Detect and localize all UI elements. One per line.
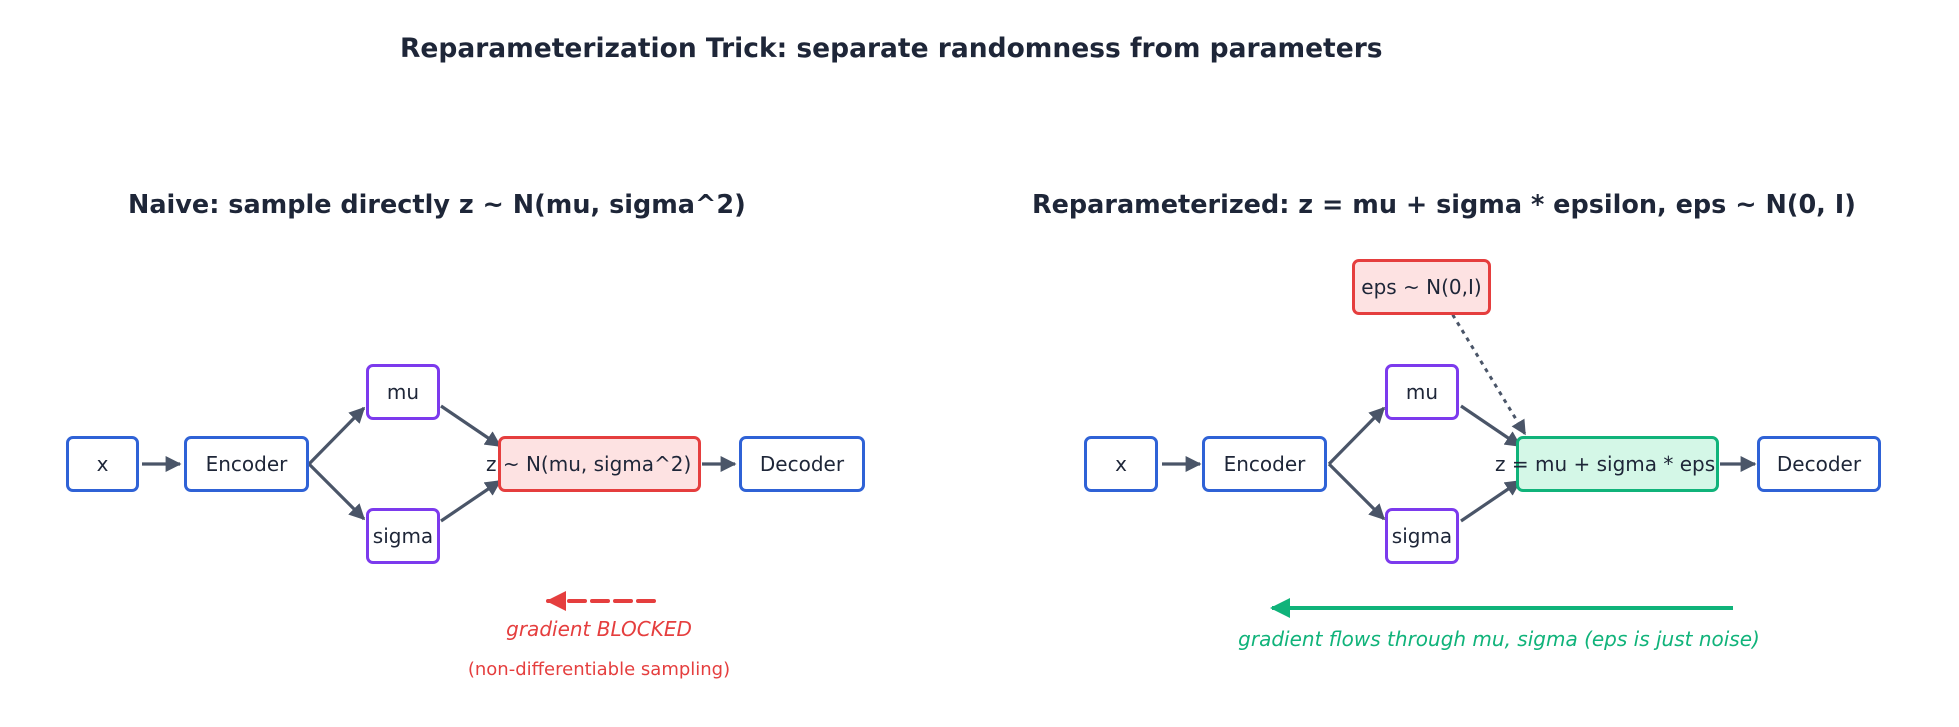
naive-panel-title: Naive: sample directly z ~ N(mu, sigma^2… [128, 190, 746, 220]
edge-encoder-sigma-naive [307, 462, 366, 521]
node-encoder-reparam: Encoder [1202, 436, 1327, 492]
node-z-reparam [1516, 436, 1719, 492]
node-sigma-reparam: sigma [1385, 508, 1459, 564]
node-eps-reparam: eps ~ N(0,I) [1352, 259, 1491, 315]
node-encoder-naive: Encoder [184, 436, 309, 492]
gradient-blocked-label: gradient BLOCKED [506, 617, 692, 641]
node-decoder-naive: Decoder [739, 436, 865, 492]
node-decoder-reparam: Decoder [1757, 436, 1881, 492]
edge-sigma-z-naive [440, 479, 502, 523]
edge-encoder-mu-naive [307, 406, 366, 466]
edge-mu-z-reparam [1460, 404, 1522, 448]
node-z-reparam-label: z = mu + sigma * eps [1495, 452, 1716, 476]
node-z-sample-label-naive: z ~ N(mu, sigma^2) [486, 452, 692, 476]
node-x-naive: x [66, 436, 139, 492]
gradient-flow-label: gradient flows through mu, sigma (eps is… [1238, 627, 1760, 651]
page-title: Reparameterization Trick: separate rando… [400, 33, 1383, 64]
edge-encoder-sigma-reparam [1327, 462, 1386, 521]
edge-sigma-z-reparam [1460, 479, 1522, 523]
edge-encoder-mu-reparam [1327, 406, 1386, 466]
node-sigma-naive: sigma [366, 508, 440, 564]
node-mu-reparam: mu [1385, 364, 1459, 420]
edge-eps-z-reparam [1446, 306, 1527, 436]
node-z-sample-naive [498, 436, 701, 492]
edge-mu-z-naive [440, 404, 502, 448]
gradient-blocked-sublabel: (non-differentiable sampling) [467, 659, 731, 680]
node-mu-naive: mu [366, 364, 440, 420]
reparam-panel-title: Reparameterized: z = mu + sigma * epsilo… [1032, 190, 1856, 220]
node-x-reparam: x [1084, 436, 1158, 492]
